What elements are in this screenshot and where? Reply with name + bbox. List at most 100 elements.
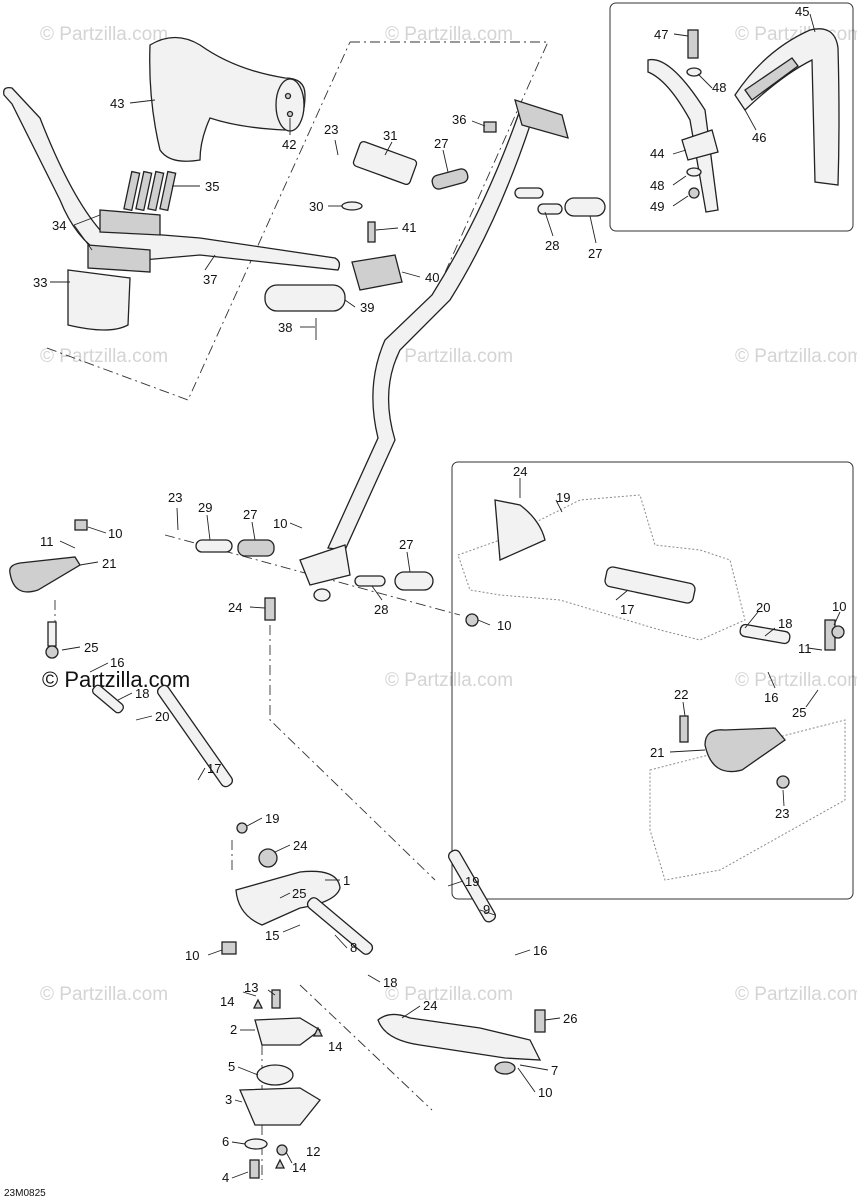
rivet — [252, 998, 264, 1009]
callout-20: 20 — [155, 709, 169, 724]
inset-nut — [688, 187, 700, 199]
watermark-text: © Partzilla.com — [735, 670, 857, 691]
rivet — [274, 1158, 286, 1169]
callout-19: 19 — [465, 874, 479, 889]
callout-16: 16 — [533, 943, 547, 958]
callout-16: 16 — [110, 655, 124, 670]
callout-39: 39 — [360, 300, 374, 315]
callout-40: 40 — [425, 270, 439, 285]
callout-labels: 43 42 35 34 33 37 39 38 40 41 30 23 31 2… — [33, 4, 846, 1185]
callout-8: 8 — [350, 940, 357, 955]
callout-16: 16 — [764, 690, 778, 705]
inset-ball-joint — [494, 499, 546, 561]
drag-link — [447, 849, 497, 923]
pad-screw — [284, 92, 292, 100]
leader-lines — [50, 13, 841, 1179]
lower-nut — [221, 941, 237, 955]
callout-21: 21 — [650, 745, 664, 760]
lower-linkage — [221, 848, 546, 1179]
callout-20: 20 — [756, 600, 770, 615]
callout-43: 43 — [110, 96, 124, 111]
inset-steering-linkage — [457, 494, 846, 881]
callout-18: 18 — [383, 975, 397, 990]
callout-10: 10 — [185, 948, 199, 963]
callout-46: 46 — [752, 130, 766, 145]
pitman-arm — [235, 870, 341, 926]
callout-14: 14 — [328, 1039, 342, 1054]
callout-29: 29 — [198, 500, 212, 515]
callout-24: 24 — [293, 838, 307, 853]
callout-27: 27 — [243, 507, 257, 522]
ball-joint-stud — [264, 597, 276, 621]
rod-end — [91, 684, 125, 714]
callout-14: 14 — [292, 1160, 306, 1175]
ski-ghost — [649, 719, 846, 881]
callout-23: 23 — [775, 806, 789, 821]
callout-10: 10 — [108, 526, 122, 541]
callout-12: 12 — [306, 1144, 320, 1159]
inset-nut — [831, 625, 845, 639]
bottom-bolt — [249, 1159, 260, 1179]
callout-19: 19 — [265, 811, 279, 826]
callout-42: 42 — [282, 137, 296, 152]
handle-grip — [264, 284, 346, 312]
link-rod — [306, 897, 374, 955]
callout-38: 38 — [278, 320, 292, 335]
callout-10: 10 — [832, 599, 846, 614]
inset-handlebar-pad — [647, 28, 840, 213]
spacer-sleeve — [537, 203, 563, 215]
inset-clip — [681, 129, 719, 161]
column-top-bracket — [514, 99, 569, 139]
callout-48: 48 — [712, 80, 726, 95]
callout-18: 18 — [778, 616, 792, 631]
lower-link-plate — [237, 539, 275, 557]
housing-screw — [367, 221, 376, 243]
tie-rod-nut — [236, 822, 248, 834]
inset-frame-nut — [465, 613, 479, 627]
callout-11: 11 — [40, 534, 54, 549]
top-nut — [483, 121, 497, 133]
callout-27: 27 — [399, 537, 413, 552]
callout-6: 6 — [222, 1134, 229, 1149]
callout-17: 17 — [207, 761, 221, 776]
link-plate — [431, 168, 469, 190]
callout-24: 24 — [228, 600, 242, 615]
lower-bushing-plate — [239, 1087, 321, 1126]
callout-37: 37 — [203, 272, 217, 287]
inset-arm-bolt — [679, 715, 689, 743]
callout-18: 18 — [135, 686, 149, 701]
callout-35: 35 — [205, 179, 219, 194]
washer — [244, 1138, 268, 1150]
callout-36: 36 — [452, 112, 466, 127]
callout-2: 2 — [230, 1022, 237, 1037]
watermark-text: © Partzilla.com — [385, 24, 513, 45]
steering-arm — [9, 556, 81, 593]
callout-25: 25 — [84, 640, 98, 655]
pad-strip — [744, 57, 799, 101]
drawing-code: 23M0825 — [4, 1188, 46, 1199]
inset-bolt — [687, 29, 699, 59]
callout-24: 24 — [513, 464, 527, 479]
steering-column — [195, 99, 606, 621]
callout-9: 9 — [483, 902, 490, 917]
callout-25: 25 — [292, 886, 306, 901]
callout-47: 47 — [654, 27, 668, 42]
idler-arm — [377, 1013, 542, 1061]
pad-cover — [734, 28, 840, 186]
watermark-text: © Partzilla.com — [40, 346, 168, 367]
lower-spacer — [354, 575, 386, 587]
inset-frame-steering-linkage — [451, 461, 854, 900]
callout-10: 10 — [497, 618, 511, 633]
tie-rod-tube — [156, 684, 234, 788]
callout-45: 45 — [795, 4, 809, 19]
ball-stud — [258, 848, 278, 868]
throttle-housing — [351, 254, 403, 291]
watermark-text: © Partzilla.com — [385, 670, 513, 691]
column-pivot — [313, 588, 331, 602]
idler-stud — [534, 1009, 546, 1033]
callout-33: 33 — [33, 275, 47, 290]
callout-21: 21 — [102, 556, 116, 571]
inset-frame-handlebar-pad — [609, 2, 854, 232]
callout-3: 3 — [225, 1092, 232, 1107]
